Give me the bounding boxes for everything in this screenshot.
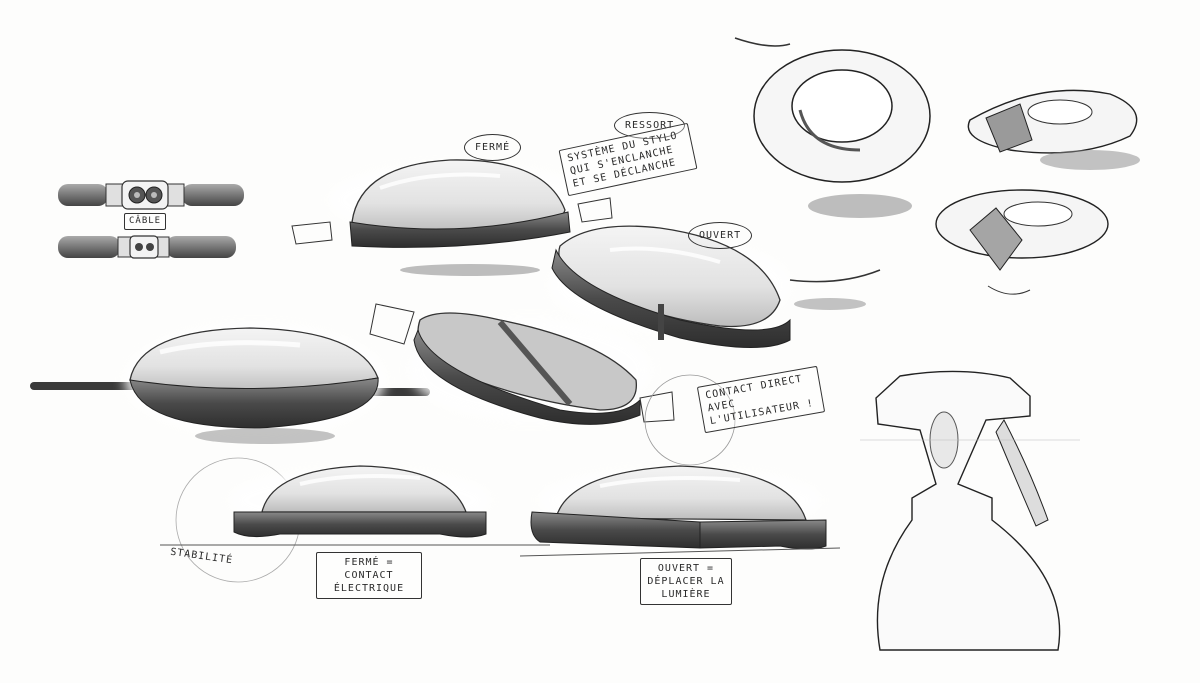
- ring-sketch-small: [789, 189, 1109, 310]
- ring-sketch-large: [734, 37, 931, 218]
- ring-sketch-medium: [967, 89, 1140, 170]
- cable-detail-sketch-top: [58, 180, 244, 210]
- label-cable: CÂBLE: [124, 213, 167, 230]
- label-ressort: RESSORT: [614, 112, 686, 139]
- cable-detail-sketch-bottom: [58, 235, 236, 259]
- spray-bottle-sketch: [860, 370, 1080, 651]
- device-front-closed-sketch: [160, 457, 550, 583]
- device-split-sketch: [369, 303, 736, 466]
- device-open-sketch: [550, 225, 791, 349]
- label-ferme-contact: FERMÉ = CONTACT ÉLECTRIQUE: [316, 552, 422, 599]
- label-ouvert-lumiere: OUVERT = DÉPLACER LA LUMIÈRE: [640, 558, 732, 605]
- device-closed-sketch: [291, 159, 613, 276]
- device-side-sketch: [30, 325, 430, 444]
- label-ferme: FERMÉ: [464, 134, 522, 161]
- label-ouvert-top: OUVERT: [688, 222, 753, 249]
- device-front-open-sketch: [519, 465, 841, 557]
